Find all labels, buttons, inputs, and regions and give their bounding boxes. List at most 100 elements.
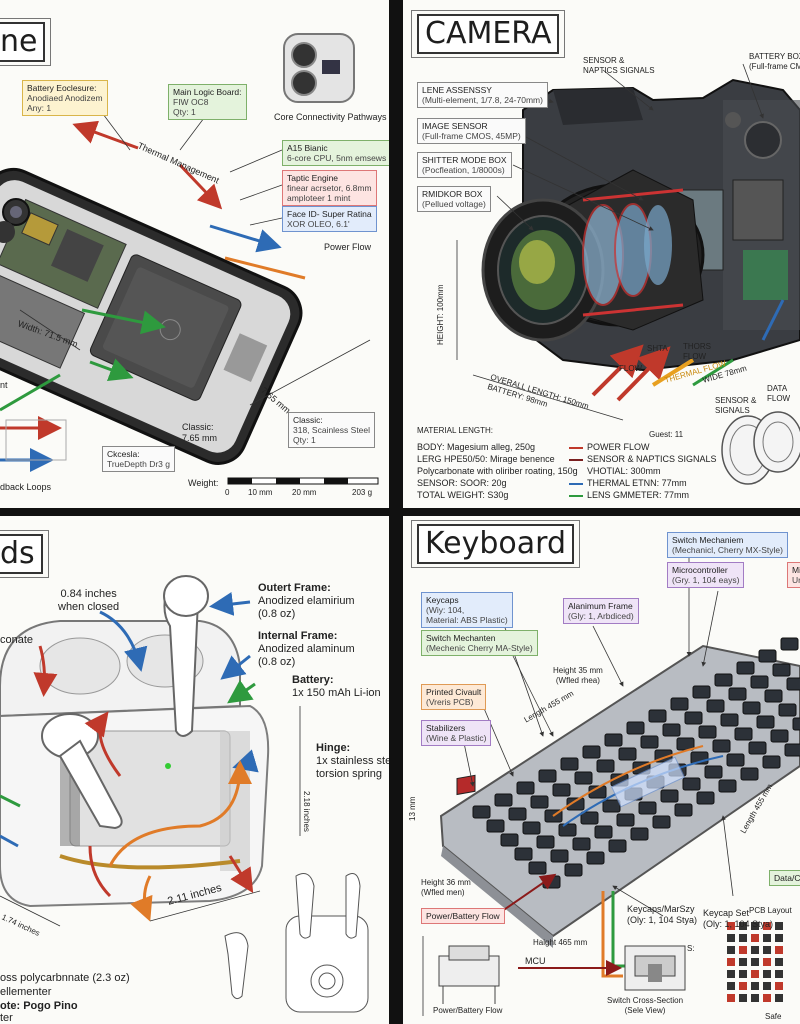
switch-cross-section-label: Switch Cross-Section (Sele View) bbox=[607, 996, 684, 1015]
power-flow-label: Power Flow bbox=[324, 242, 372, 252]
guest-label: Guest: 11 bbox=[649, 430, 684, 439]
pcb-pad bbox=[751, 994, 759, 1002]
keycap bbox=[706, 699, 725, 713]
scale-tick-203: 203 g bbox=[352, 488, 373, 497]
battery-enclosure-label: Battery Eoclesure: Anodiaed Anodizem Any… bbox=[22, 80, 108, 116]
power-battery-flow-label: Power/Battery Flow bbox=[421, 908, 505, 924]
keycap bbox=[696, 791, 715, 805]
height-dimension-label: HEIGHT: 100mm bbox=[436, 284, 445, 345]
battery-label: Battery: 1x 150 mAh Li-ion bbox=[292, 674, 381, 699]
truedepth-label: Ckcesla: TrueDepth Dr3 g bbox=[102, 446, 175, 472]
pcb-pad bbox=[775, 934, 783, 942]
keycap bbox=[772, 663, 791, 677]
pcb-pad bbox=[727, 958, 735, 966]
keycap bbox=[558, 823, 577, 837]
keycap bbox=[486, 819, 505, 833]
keycap bbox=[566, 797, 585, 811]
material-length-label: MATERIAL LENGTH: bbox=[417, 426, 494, 435]
feedback-loops-label: dback Loops bbox=[0, 482, 52, 492]
aluminum-frame-label: Alanimum Frame (Gly: 1, Arbdiced) bbox=[563, 598, 639, 624]
keycap bbox=[494, 793, 513, 807]
elementer-label: ellementer bbox=[0, 986, 52, 998]
scale-tick-20: 20 mm bbox=[292, 488, 317, 497]
legend-vhotal: VHOTIAL: 300mm bbox=[587, 466, 661, 476]
keycap-set-label: Keycap Set (Oly: 1, 104 Stya) bbox=[703, 908, 774, 929]
keycap bbox=[516, 781, 535, 795]
core-connectivity-label: Core Connectivity Pathways bbox=[274, 112, 387, 122]
keycap bbox=[514, 847, 533, 861]
pogo-pin-label: ote: Pogo Pino bbox=[0, 1000, 78, 1012]
keycap bbox=[784, 743, 800, 757]
keycap bbox=[660, 789, 679, 803]
pcb-pad bbox=[739, 970, 747, 978]
keycap bbox=[698, 725, 717, 739]
keycap bbox=[626, 721, 645, 735]
keyboard-title: Keyboard bbox=[410, 520, 581, 568]
keycap bbox=[640, 735, 659, 749]
keycap bbox=[662, 723, 681, 737]
height-465-label: Haight 465 mm bbox=[533, 938, 588, 947]
camera-illustration bbox=[456, 63, 800, 485]
keyboard-panel: Keyboard Switch Mechaniem (Mechanicl, Ch… bbox=[403, 516, 800, 1024]
power-flow-bottom-label: Power/Battery Flow bbox=[433, 1006, 503, 1015]
phone-panel: ne Battery Eoclesure: Anodiaed Anodizem … bbox=[0, 0, 389, 508]
pcb-pad bbox=[727, 922, 735, 930]
keycap bbox=[728, 687, 747, 701]
pcb-pad bbox=[763, 922, 771, 930]
keycap bbox=[762, 755, 781, 769]
switch-mechanism-top-label: Switch Mechaniem (Mechanicl, Cherry MX-S… bbox=[667, 532, 788, 558]
keycap bbox=[756, 715, 775, 729]
keyboard-illustration bbox=[422, 558, 800, 1016]
pcb-pad bbox=[775, 994, 783, 1002]
keycap bbox=[594, 825, 613, 839]
pcb-pad bbox=[739, 982, 747, 990]
pcb-pad bbox=[775, 970, 783, 978]
legend-sensor-signals: SENSOR & NAPTICS SIGNALS bbox=[569, 454, 717, 465]
height-36-label: Height 36 mm (Wfled men) bbox=[421, 878, 471, 897]
switch-mechanism-left-label: Switch Mechanten (Mechenic Cherry MA-Sty… bbox=[421, 630, 538, 656]
scale-tick-10: 10 mm bbox=[248, 488, 273, 497]
shta-label: SHTA bbox=[647, 344, 668, 353]
ter-fragment-label: ter bbox=[0, 1012, 13, 1024]
lens-weight-label: LERG HPE50/50: Mirage benence bbox=[417, 454, 555, 464]
keycap bbox=[792, 717, 800, 731]
mi-fragment-label: Mi Ur bbox=[787, 562, 800, 588]
legend-lens: LENS GMMETER: 77mm bbox=[569, 490, 689, 501]
safe-label: Safe bbox=[765, 1012, 782, 1021]
camera-title: CAMERA bbox=[410, 10, 566, 58]
keycap bbox=[736, 661, 755, 675]
pcb-layout-label: PCB Layout bbox=[749, 906, 792, 915]
keycap bbox=[530, 795, 549, 809]
pcb-pad bbox=[751, 946, 759, 954]
mirror-box-label: RMIDKOR BOX (Pellued voltage) bbox=[417, 186, 491, 212]
closed-thickness-label: 0.84 inches when closed bbox=[58, 588, 120, 613]
pcb-pad bbox=[775, 958, 783, 966]
keycap bbox=[522, 821, 541, 835]
keycap bbox=[586, 851, 605, 865]
keycap bbox=[472, 805, 491, 819]
face-id-label: Face ID- Super Ratina XOR OLEO, 6.1' bbox=[282, 206, 377, 232]
image-sensor-label: IMAGE SENSOR (Full-frame CMOS, 45MP) bbox=[417, 118, 526, 144]
keycap bbox=[720, 713, 739, 727]
pcb-pad bbox=[727, 982, 735, 990]
pcb-pad bbox=[739, 946, 747, 954]
airpods-panel: ds 0.84 inches when closed conate Outert… bbox=[0, 516, 389, 1024]
flow-label: FLOW bbox=[619, 364, 643, 373]
keycap bbox=[560, 757, 579, 771]
sensor-weight-label: SENSOR: SOOR: 20g bbox=[417, 478, 507, 488]
pcb-pad bbox=[751, 934, 759, 942]
keycap bbox=[750, 675, 769, 689]
nt-fragment-label: nt bbox=[0, 380, 8, 390]
stabilizers-label: Stabilizers (Wine & Plastic) bbox=[421, 720, 492, 746]
keycap bbox=[508, 807, 527, 821]
keycap bbox=[574, 771, 593, 785]
pcb-pad bbox=[775, 922, 783, 930]
conate-fragment-label: conate bbox=[0, 634, 34, 646]
printed-circuit-label: Printed Civault (Vreris PCB) bbox=[421, 684, 487, 710]
keycap bbox=[684, 711, 703, 725]
height-35-label: Height 35 mm (Wfled rhea) bbox=[553, 666, 603, 685]
keycap bbox=[608, 839, 627, 853]
keycap bbox=[652, 815, 671, 829]
keycap bbox=[758, 649, 777, 663]
keycap bbox=[786, 677, 800, 691]
